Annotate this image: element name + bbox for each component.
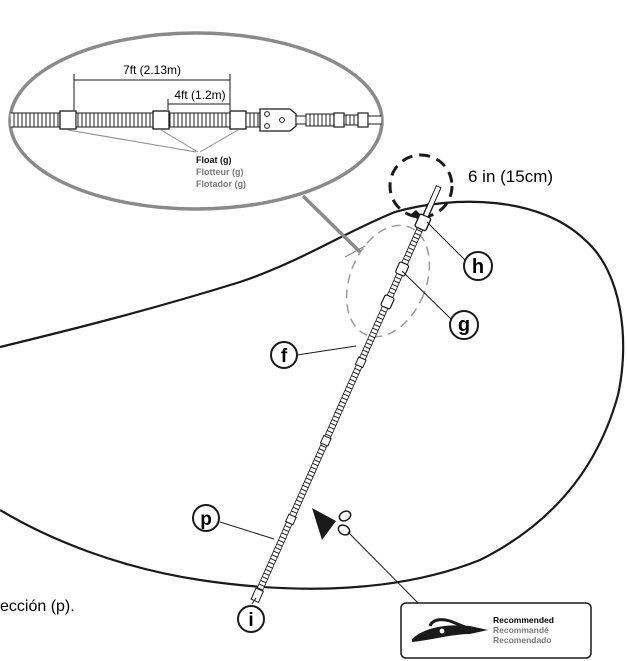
leader-h — [426, 221, 466, 261]
leader-i — [251, 597, 257, 605]
pool-outline — [0, 200, 625, 590]
scissors-icon — [312, 508, 352, 540]
recommended-tool-box: Recommended Recommandé Recomendado — [400, 602, 592, 659]
svg-text:h: h — [472, 256, 484, 278]
hose-connector — [284, 513, 297, 526]
zoom-lens: 7ft (2.13m) 4ft (1.2m) Float (g) Flotteu… — [8, 31, 384, 211]
instruction-text-fragment: ección (p). — [0, 598, 75, 615]
svg-text:p: p — [200, 509, 212, 530]
tip-length-label: 6 in (15cm) — [468, 167, 553, 186]
callout-h: h — [463, 251, 493, 281]
callout-i: i — [237, 605, 265, 633]
dimension-4ft: 4ft (1.2m) — [174, 88, 225, 102]
leader-g — [401, 270, 452, 320]
float — [380, 294, 395, 310]
lens-connector — [301, 194, 362, 254]
pruning-shears-icon — [412, 618, 488, 642]
suction-hose — [250, 185, 442, 604]
float-label-fr: Flotteur (g) — [196, 167, 244, 177]
dimension-7ft: 7ft (2.13m) — [123, 63, 181, 77]
svg-text:f: f — [281, 346, 288, 367]
leader-f — [296, 345, 357, 356]
recommended-fr: Recommandé — [493, 625, 549, 635]
callout-p: p — [192, 504, 220, 532]
svg-text:g: g — [458, 314, 470, 336]
recommended-en: Recommended — [493, 615, 554, 625]
callout-f: f — [270, 341, 298, 369]
leader-p — [219, 521, 275, 540]
hose-end-fitting — [250, 587, 264, 604]
hose-tip — [422, 185, 442, 218]
leader-scissors — [347, 531, 419, 604]
float-label-en: Float (g) — [196, 155, 232, 165]
hose-connector — [319, 434, 332, 447]
float — [395, 261, 410, 277]
float-label-es: Flotador (g) — [196, 179, 246, 189]
callout-g: g — [449, 310, 479, 340]
svg-text:i: i — [248, 610, 253, 631]
tip-circle — [388, 153, 454, 219]
float-area-outline — [345, 224, 431, 338]
hose-connector — [354, 356, 367, 369]
recommended-es: Recomendado — [493, 635, 552, 645]
